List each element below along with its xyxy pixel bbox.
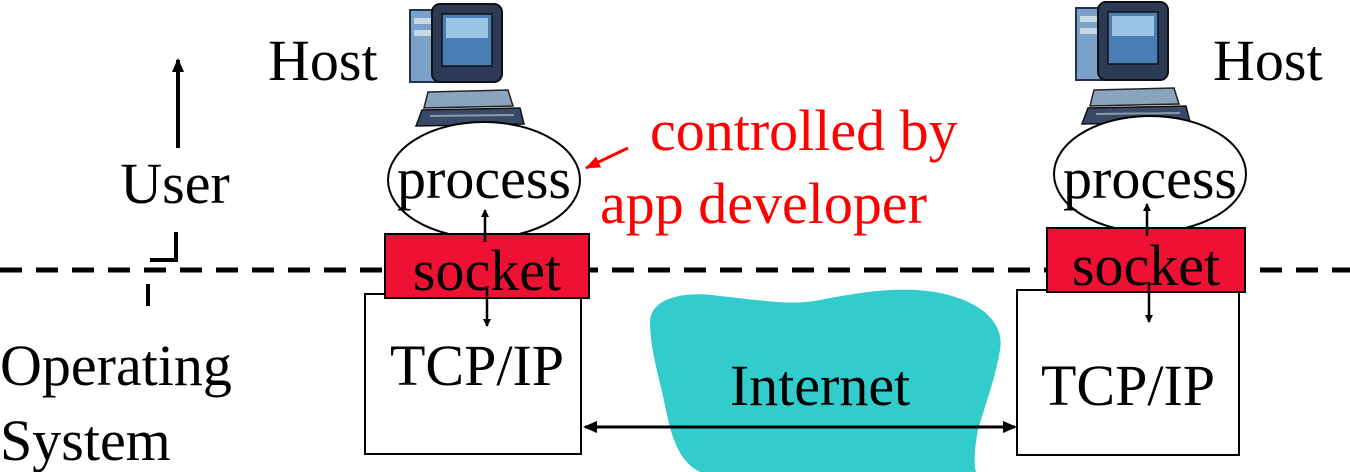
annotation-line2: app developer (600, 171, 927, 236)
tcpip-right-box (1016, 289, 1240, 456)
tcpip-left-label: TCP/IP (390, 333, 564, 398)
internet-label: Internet (730, 353, 910, 418)
desktop-computer-icon (409, 3, 525, 127)
os-label-line2: System (0, 408, 171, 472)
process-right-label: process (1063, 146, 1237, 211)
host-left-label: Host (268, 28, 378, 93)
socket-right-box (1046, 227, 1246, 293)
socket-right-label: socket (1072, 233, 1220, 298)
process-left-label: process (397, 146, 571, 211)
tcpip-right-label: TCP/IP (1041, 353, 1215, 418)
annotation-pointer-arrow (585, 146, 629, 170)
user-label: User (120, 151, 230, 216)
user-bracket (150, 232, 178, 262)
annotation-line1: controlled by (650, 98, 958, 163)
host-right-label: Host (1213, 28, 1323, 93)
os-label-line1: Operating (0, 333, 232, 398)
desktop-computer-icon (1075, 1, 1191, 125)
